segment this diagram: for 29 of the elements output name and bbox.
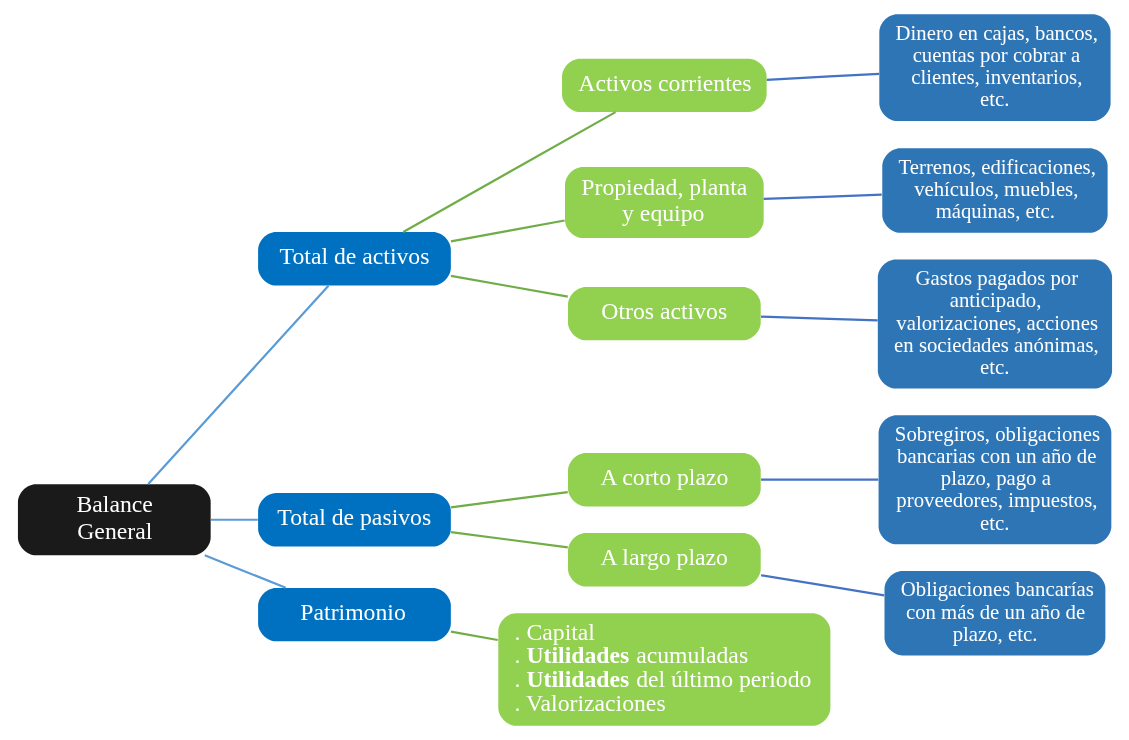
connector — [450, 491, 568, 509]
node-box: Total de pasivos — [257, 493, 451, 547]
connector — [203, 554, 286, 589]
connector — [402, 111, 616, 234]
connector — [210, 518, 258, 521]
connector — [760, 574, 884, 597]
node-box: Sobregiros, obligaciones bancarias con un año de plazo, pago a proveedores, impuestos, etc. — [878, 415, 1111, 545]
node-box: Balance General — [17, 484, 211, 556]
connector — [760, 315, 878, 322]
node-box: . Capital . Utilidades acumuladas . Utilidades del último periodo . Valorizaciones — [497, 613, 830, 726]
node-box: Propiedad, planta y equipo — [564, 166, 764, 239]
connector — [450, 219, 565, 243]
node-box: Patrimonio — [257, 587, 451, 642]
connector — [766, 72, 879, 81]
node-box: Obligaciones bancarías con más de un año de plazo, etc. — [884, 570, 1105, 656]
connector — [450, 274, 568, 298]
connector — [450, 531, 568, 549]
connector — [763, 193, 882, 201]
connector — [146, 285, 329, 485]
node-box: A corto plazo — [567, 453, 761, 507]
node-box: A largo plazo — [567, 533, 761, 587]
node-box: Total de activos — [257, 232, 451, 286]
node-box: Activos corrientes — [561, 58, 767, 113]
connector — [760, 478, 878, 481]
node-box: Dinero en cajas, bancos, cuentas por cobrar a clientes, inventarios, etc. — [878, 14, 1111, 121]
node-box: Gastos pagados por anticipado, valorizaciones, acciones en sociedades anónimas, etc. — [877, 259, 1112, 389]
connector — [450, 630, 498, 642]
node-box: Otros activos — [567, 287, 761, 341]
node-box: Terrenos, edificaciones, vehículos, muebles, máquinas, etc. — [881, 148, 1108, 233]
